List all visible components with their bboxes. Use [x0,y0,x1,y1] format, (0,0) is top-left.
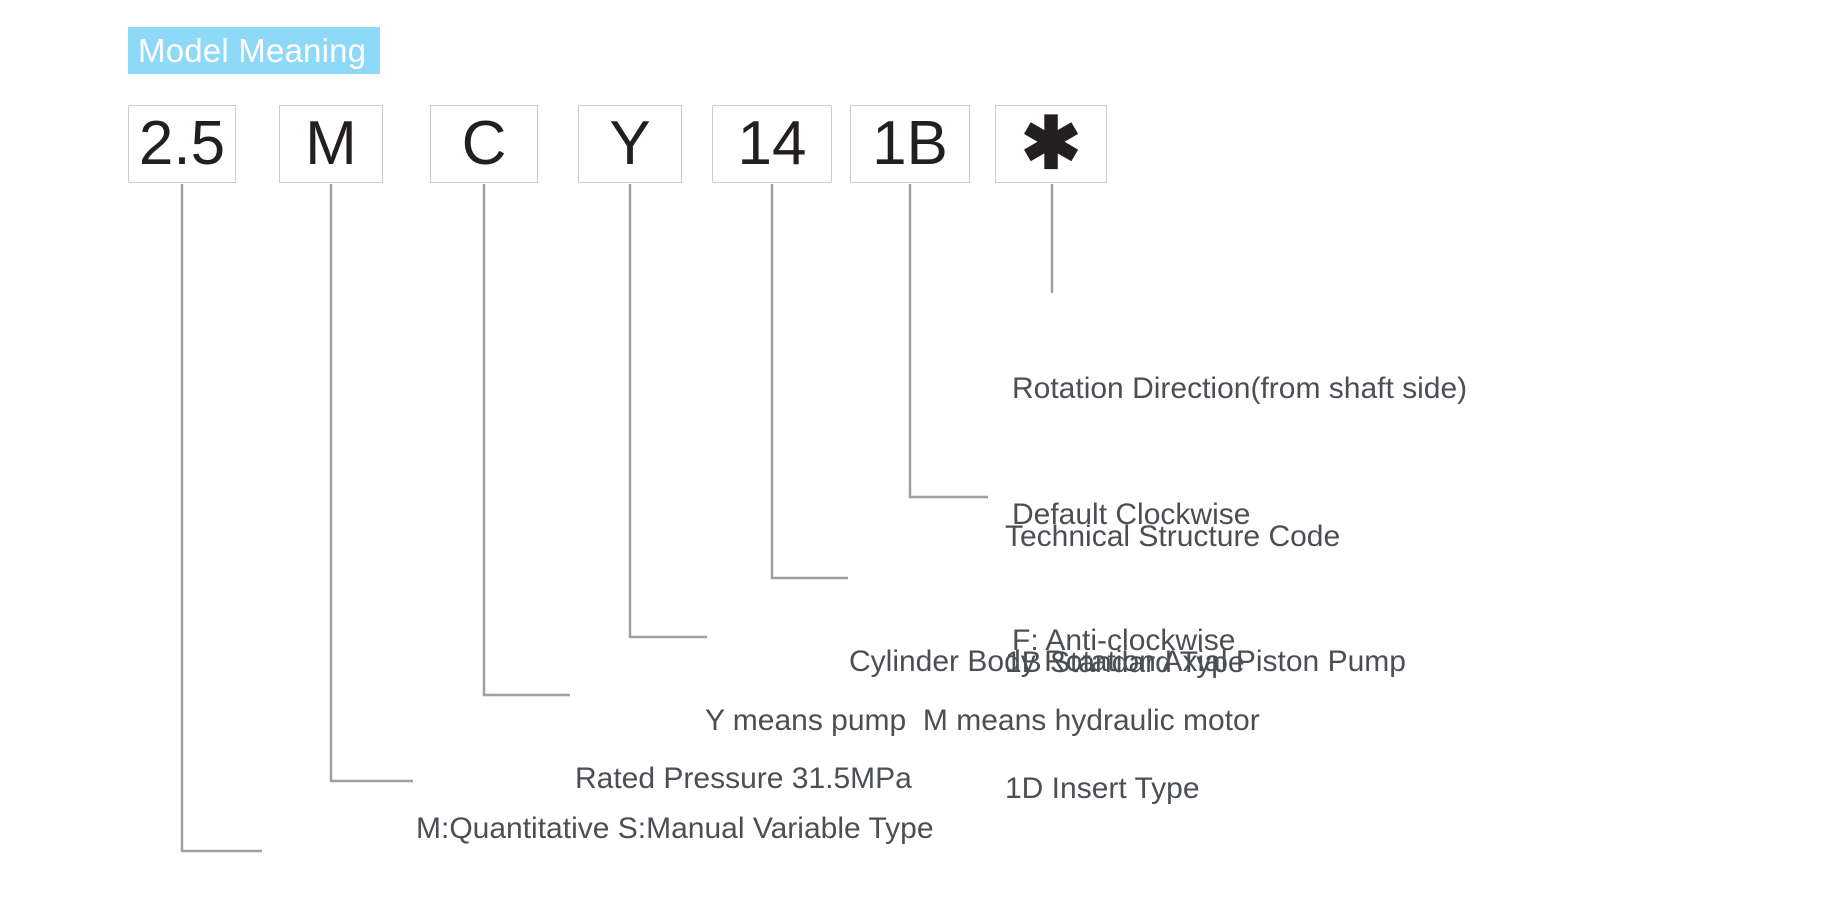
annotation-capacity: Capacity:2.5/5/10/16/25/32/40/63/80/160m… [262,830,854,909]
code-box-rated-pressure[interactable]: C [430,105,538,183]
leader-technical-structure-code [908,184,988,499]
code-box-capacity[interactable]: 2.5 [128,105,236,183]
annotation-line: Y means pump M means hydraulic motor [705,704,1260,737]
annotation-line: Rated Pressure 31.5MPa [575,762,912,795]
annotation-technical-structure-code: Technical Structure Code 1B Standard Typ… [1005,432,1340,894]
leader-rated-pressure [482,184,570,697]
annotation-line: Cylinder Body Rotation Axial Piston Pump [849,645,1406,678]
annotation-pump-or-motor: Y means pump M means hydraulic motor [705,616,1260,826]
annotation-line: Technical Structure Code [1005,520,1341,553]
leader-pump-or-motor [628,184,707,639]
page-title: Model Meaning [128,27,381,74]
leader-capacity [180,184,262,853]
code-box-pump-or-motor[interactable]: Y [578,105,682,183]
annotation-rotation-direction: Rotation Direction(from shaft side) Defa… [1012,284,1467,746]
leader-structure-series [770,184,848,580]
annotation-line: 1D Insert Type [1005,772,1200,805]
code-box-structure-series[interactable]: 14 [712,105,832,183]
annotation-line: Default Clockwise [1012,498,1251,531]
code-box-control-type[interactable]: M [279,105,383,183]
annotation-line: M:Quantitative S:Manual Variable Type [416,812,934,845]
code-box-technical-structure-code[interactable]: 1B [850,105,970,183]
code-box-rotation-direction[interactable]: ✱ [995,105,1107,183]
annotation-line: 1B Standard Type [1005,646,1245,679]
annotation-control-type: M:Quantitative S:Manual Variable Type Y:… [416,724,1060,909]
leader-control-type [329,184,413,783]
annotation-line: F: Anti-clockwise [1012,624,1236,657]
annotation-structure-series: Cylinder Body Rotation Axial Piston Pump [849,557,1406,767]
annotation-rated-pressure: Rated Pressure 31.5MPa [575,674,912,884]
annotation-line: Rotation Direction(from shaft side) [1012,372,1468,405]
